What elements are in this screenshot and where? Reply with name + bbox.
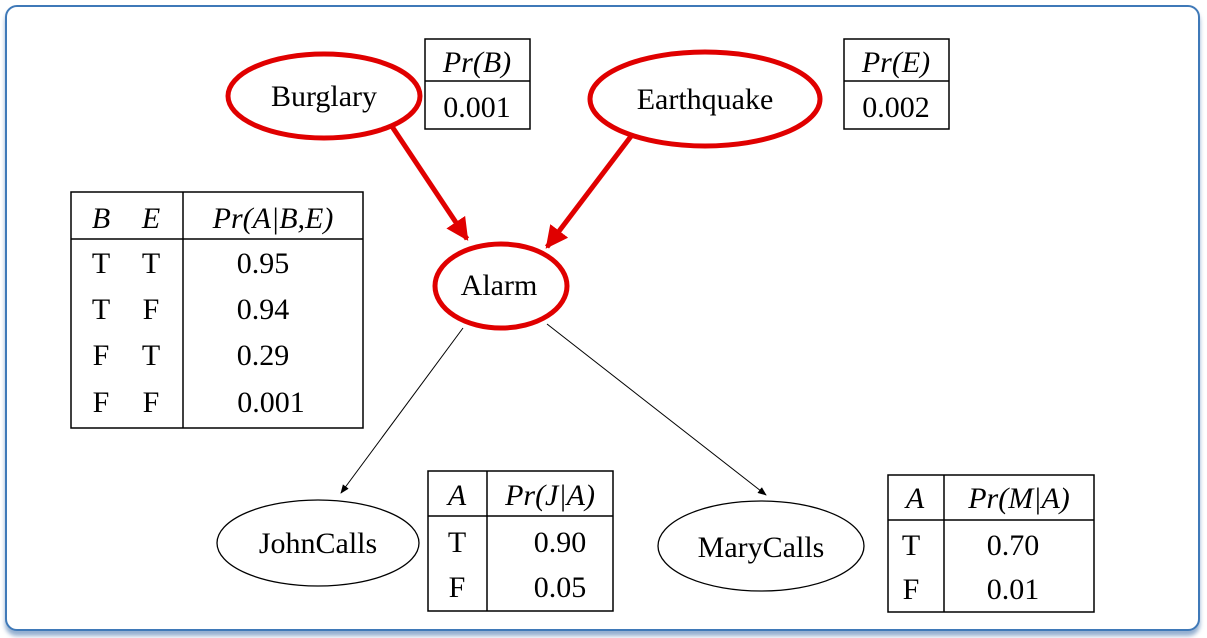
edge-earthquake-alarm [545,129,637,249]
cpt-burglary-header: Pr(B) [442,46,511,79]
node-alarm-shape [432,241,570,331]
cpt-alarm-cell: 0.94 [237,293,290,326]
edge-alarm-johncalls [340,327,464,494]
cpt-burglary-value: 0.001 [443,91,511,124]
node-johncalls-label: JohnCalls [259,527,377,560]
cpt-johncalls-cell: T [448,526,466,559]
node-burglary-label: Burglary [271,80,377,113]
edge-alarm-marycalls [546,323,767,496]
cpt-alarm-header-e: E [141,202,160,235]
cpt-johncalls-cell: 0.90 [534,526,587,559]
cpt-alarm: B E Pr(A|B,E) T T 0.95 T F 0.94 F T 0.29… [70,191,364,429]
node-earthquake-shape [587,49,823,149]
node-burglary: Burglary [225,51,423,141]
cpt-alarm-cell: T [142,339,160,372]
cpt-marycalls: A Pr(M|A) T 0.70 F 0.01 [887,474,1095,613]
cpt-marycalls-cell: 0.01 [987,573,1040,606]
cpt-alarm-cell: F [143,293,160,326]
cpt-alarm-cell: F [143,386,160,419]
cpt-earthquake-value: 0.002 [862,91,930,124]
node-johncalls-shape [216,499,420,587]
cpt-johncalls-header-a: A [446,479,467,512]
cpt-earthquake-header: Pr(E) [861,46,930,79]
node-earthquake: Earthquake [587,49,823,149]
cpt-burglary: Pr(B) 0.001 [424,38,531,130]
cpt-alarm-header-prob: Pr(A|B,E) [212,202,334,235]
cpt-alarm-cell: F [93,386,110,419]
cpt-johncalls-cell: F [449,571,466,604]
edge-burglary-alarm [388,123,470,241]
node-alarm: Alarm [432,241,570,331]
node-earthquake-label: Earthquake [637,83,774,116]
cpt-marycalls-header-prob: Pr(M|A) [967,482,1070,515]
cpt-marycalls-header-a: A [904,482,925,515]
cpt-marycalls-cell: 0.70 [987,529,1040,562]
cpt-alarm-cell: T [142,247,160,280]
cpt-marycalls-cell: T [902,529,920,562]
cpt-alarm-cell: 0.001 [237,386,305,419]
cpt-johncalls-header-prob: Pr(J|A) [504,479,595,512]
cpt-johncalls: A Pr(J|A) T 0.90 F 0.05 [427,470,614,612]
node-marycalls-shape [657,500,865,592]
cpt-alarm-cell: T [92,293,110,326]
cpt-alarm-cell: 0.95 [237,247,290,280]
node-marycalls-label: MaryCalls [698,531,825,564]
edges [340,123,767,496]
node-burglary-shape [225,51,423,141]
node-johncalls: JohnCalls [216,499,420,587]
cpt-marycalls-cell: F [903,573,920,606]
cpt-alarm-cell: F [93,339,110,372]
cpt-alarm-cell: 0.29 [237,339,290,372]
node-marycalls: MaryCalls [657,500,865,592]
bayes-network-diagram: Burglary Earthquake Alarm JohnCalls Mary… [70,38,1095,613]
cpt-johncalls-cell: 0.05 [534,571,587,604]
node-alarm-label: Alarm [461,269,538,302]
cpt-alarm-cell: T [92,247,110,280]
cpt-earthquake: Pr(E) 0.002 [843,38,950,130]
slide-frame: Burglary Earthquake Alarm JohnCalls Mary… [5,5,1200,631]
cpt-alarm-header-b: B [92,202,110,235]
